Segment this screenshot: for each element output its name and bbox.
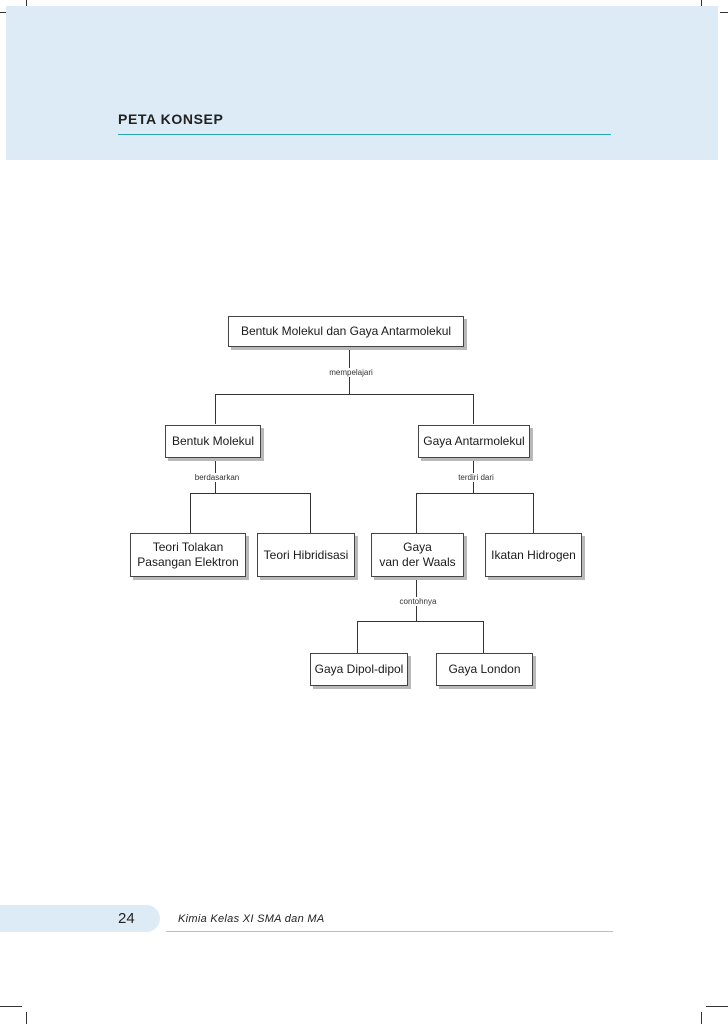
concept-node-gaya-london: Gaya London — [436, 653, 533, 686]
crop-mark — [0, 12, 8, 13]
header-band — [6, 6, 718, 160]
page-number: 24 — [118, 910, 135, 927]
crop-mark — [0, 1006, 22, 1007]
link-label-berdasarkan: berdasarkan — [192, 473, 242, 482]
section-divider — [118, 134, 611, 135]
crop-mark — [701, 1012, 702, 1024]
crop-mark — [706, 1006, 728, 1007]
concept-node-bentuk-molekul: Bentuk Molekul — [165, 425, 261, 458]
footer-tab — [0, 905, 160, 932]
link-label-mempelajari: mempelajari — [327, 368, 375, 377]
concept-node-ikatan-hidrogen: Ikatan Hidrogen — [485, 533, 582, 577]
concept-node-teori-hibridisasi: Teori Hibridisasi — [257, 533, 355, 577]
book-title: Kimia Kelas XI SMA dan MA — [178, 913, 325, 925]
crop-mark — [26, 1012, 27, 1024]
link-label-terdiri-dari: terdiri dari — [456, 473, 496, 482]
section-title: PETA KONSEP — [118, 111, 224, 127]
concept-node-gaya-dipol-dipol: Gaya Dipol-dipol — [310, 653, 408, 686]
concept-node-root: Bentuk Molekul dan Gaya Antarmolekul — [228, 316, 464, 347]
concept-node-teori-tolakan: Teori Tolakan Pasangan Elektron — [130, 533, 246, 577]
crop-mark — [26, 0, 27, 8]
concept-node-gaya-antarmolekul: Gaya Antarmolekul — [418, 425, 530, 458]
crop-mark — [720, 12, 728, 13]
footer-divider — [166, 931, 613, 932]
crop-mark — [701, 0, 702, 8]
concept-node-van-der-waals: Gaya van der Waals — [371, 533, 464, 577]
link-label-contohnya: contohnya — [397, 597, 439, 606]
